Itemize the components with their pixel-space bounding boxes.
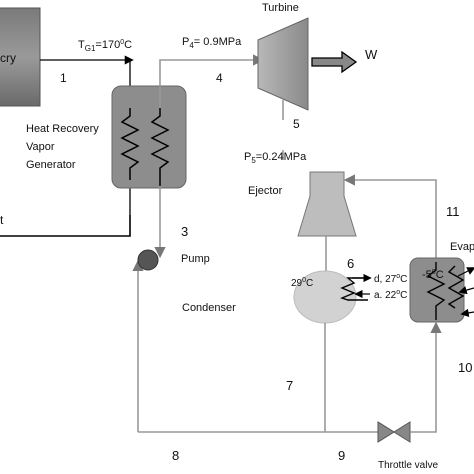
evaporator-coil-right — [447, 265, 465, 309]
cooling-water-out-label: d, 27oC — [374, 273, 407, 285]
turbine-body — [257, 17, 309, 111]
state-6: 6 — [347, 256, 354, 271]
state-3: 3 — [181, 224, 188, 239]
pump-body — [137, 249, 159, 271]
throttle-valve — [377, 421, 395, 443]
state-7: 7 — [286, 378, 293, 393]
cooling-water-in-label: a. 22oC — [374, 289, 407, 301]
evaporator-box — [409, 257, 465, 323]
hrvg-label-2: Vapor — [26, 141, 55, 153]
exhaust-label: t — [0, 213, 4, 227]
condenser-label: Condenser — [182, 302, 236, 314]
evaporator-label: Evapo — [450, 241, 474, 253]
throttle-valve-b — [393, 421, 411, 443]
hrvg-label-1: Heat Recovery — [26, 123, 99, 135]
line-exhaust — [0, 215, 131, 237]
state-11: 11 — [446, 204, 460, 219]
evaporator-arrow-c — [460, 308, 474, 318]
hrvg-label-3: Generator — [26, 159, 76, 171]
turbine-label: Turbine — [262, 2, 299, 14]
throttle-label: Throttle valve — [378, 460, 438, 471]
work-label: W — [365, 47, 378, 62]
state-9: 9 — [338, 448, 345, 463]
heat-source-label: cry — [0, 51, 16, 65]
heat-source-box — [0, 7, 41, 107]
p5-label: P5=0.24MPa — [244, 151, 307, 165]
evaporator-arrow-a — [457, 267, 474, 277]
hrvg-coil-left — [120, 108, 140, 180]
pump-label: Pump — [181, 253, 210, 265]
work-arrow — [311, 50, 358, 74]
hrvg-coil-right — [150, 108, 170, 186]
state-5: 5 — [293, 117, 300, 131]
evaporator-coil-left — [426, 262, 446, 320]
line-state-4 — [159, 54, 265, 108]
tg1-label: TG1=1700C — [78, 39, 132, 53]
state-8: 8 — [172, 448, 179, 463]
state-4: 4 — [216, 71, 223, 85]
state-10: 10 — [458, 360, 472, 375]
condenser-coil — [340, 277, 368, 301]
state-1: 1 — [60, 71, 67, 85]
line-state-9-b — [410, 321, 442, 433]
p4-label: P4= 0.9MPa — [182, 36, 242, 50]
ejector-label: Ejector — [248, 185, 283, 197]
condenser-temp: 290C — [291, 277, 313, 289]
line-state-11 — [343, 174, 437, 262]
evaporator-arrow-b — [458, 286, 474, 295]
ejector-body — [297, 171, 357, 237]
